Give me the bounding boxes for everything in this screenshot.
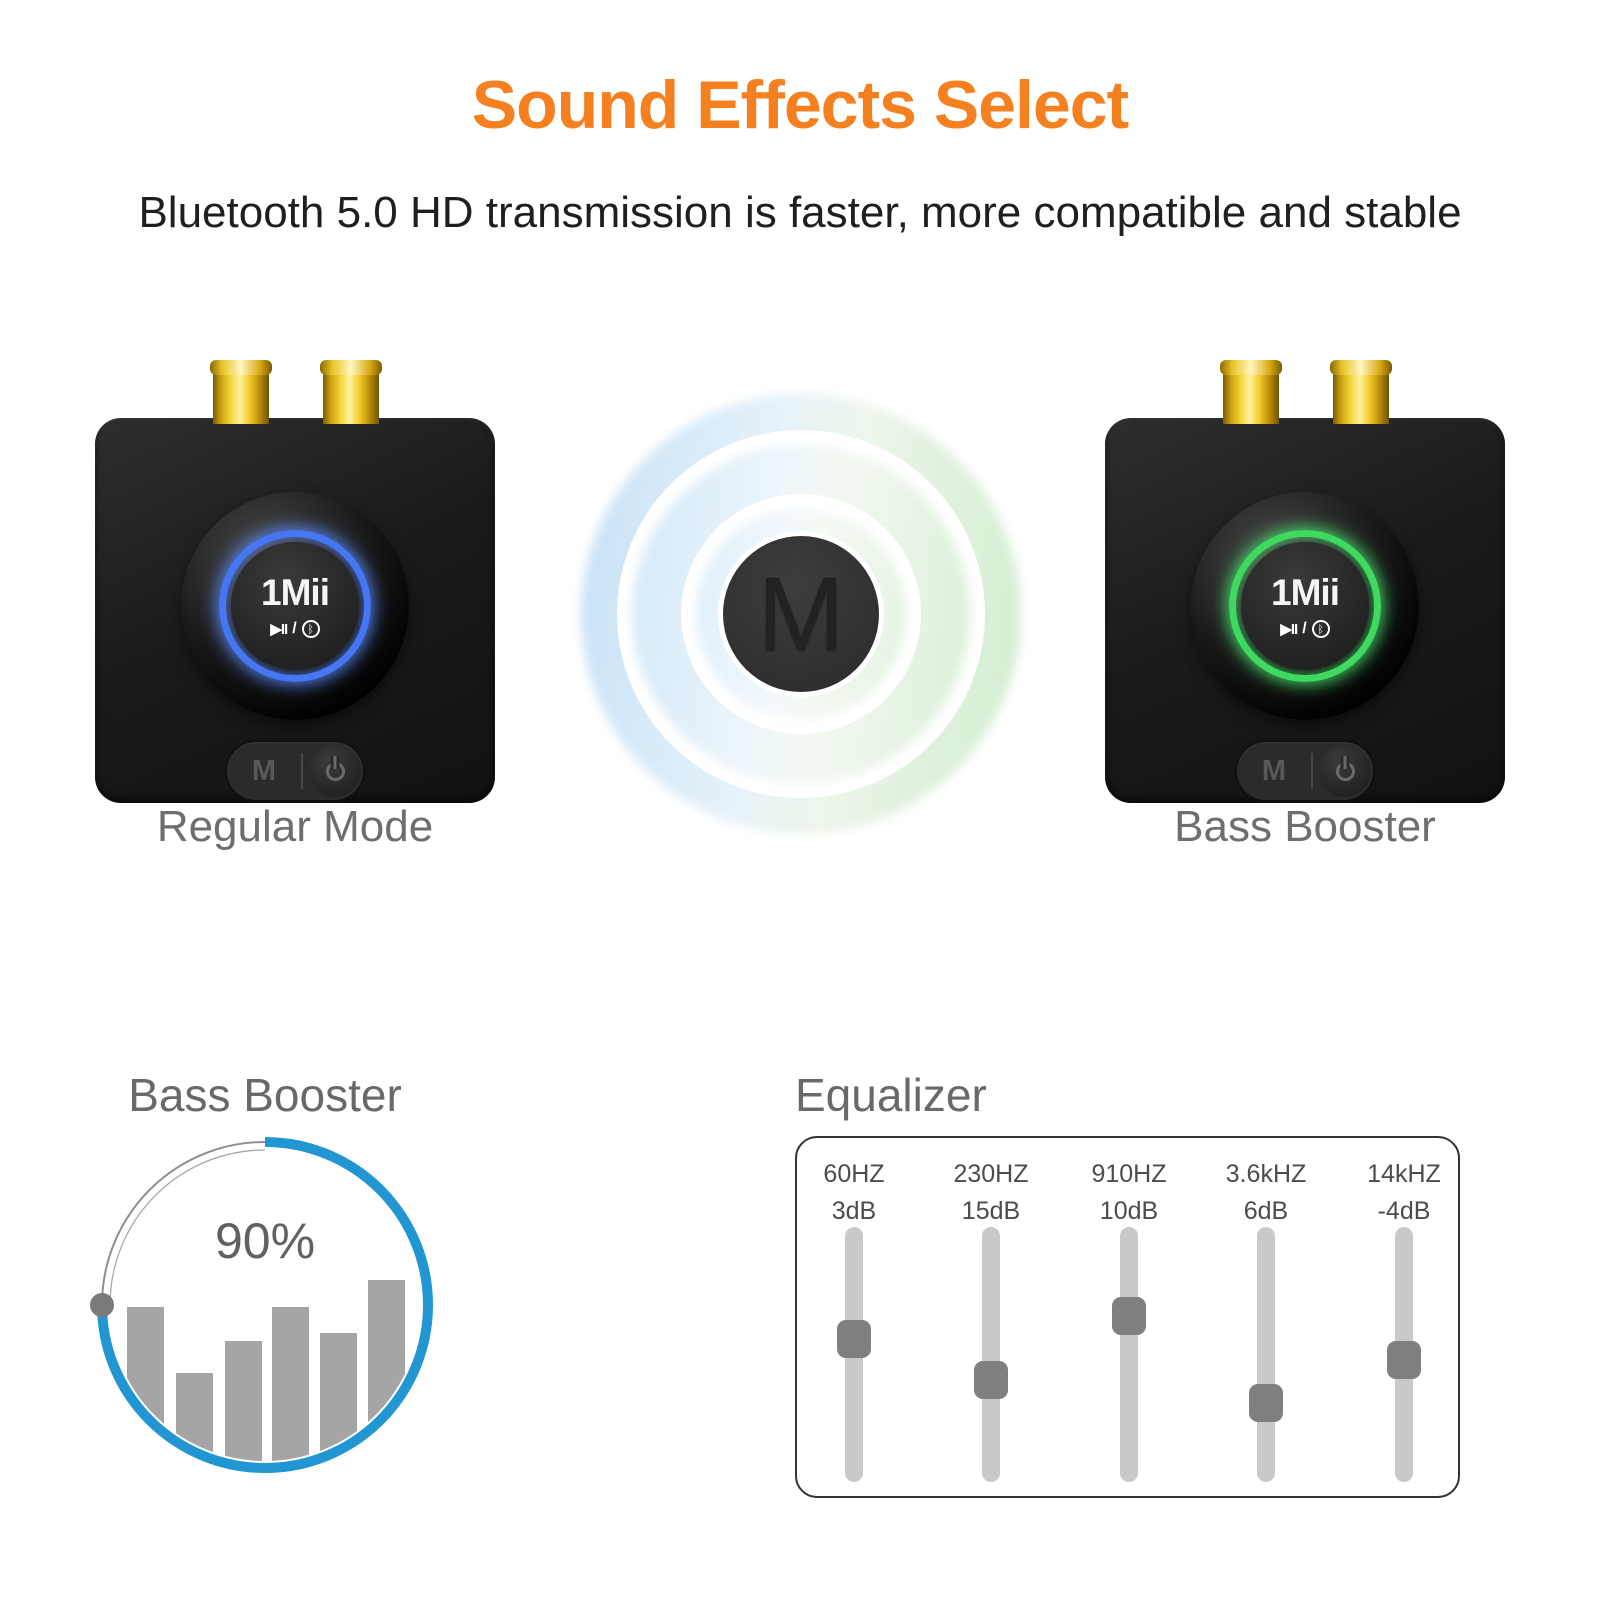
subtitle: Bluetooth 5.0 HD transmission is faster,… — [138, 188, 1462, 237]
bluetooth-icon: ᛒ — [1311, 620, 1330, 638]
mode-power-button-group: M — [225, 740, 365, 802]
remaining-arc-inner — [109, 1149, 266, 1306]
power-icon — [325, 755, 345, 781]
mode-button: M — [1261, 754, 1287, 787]
eq-band-14khz: 14kHZ -4dB — [1339, 1138, 1469, 1496]
led-ring-blue: 1Mii ▶II / ᛒ — [219, 530, 371, 682]
eq-gain-label: 3dB — [831, 1197, 877, 1225]
led-ring-green: 1Mii ▶II / ᛒ — [1229, 530, 1381, 682]
device-bass-booster: 1Mii ▶II / ᛒ M — [1105, 360, 1505, 803]
rca-jack-icon — [320, 360, 382, 424]
slider-track — [1257, 1227, 1275, 1482]
play-pause-icon: ▶II — [270, 621, 288, 638]
eq-freq-label: 3.6kHZ — [1225, 1160, 1307, 1188]
eq-freq-label: 14kHZ — [1367, 1160, 1441, 1188]
eq-band-910hz: 910HZ 10dB — [1064, 1138, 1194, 1496]
slider-handle — [1249, 1383, 1283, 1422]
slider-track — [1120, 1227, 1138, 1482]
multifunction-button: 1Mii ▶II / ᛒ — [231, 542, 359, 670]
eq-band-3-6khz: 3.6kHZ 6dB — [1201, 1138, 1331, 1496]
brand-logo: 1Mii — [261, 572, 330, 613]
page-title: Sound Effects Select — [471, 67, 1129, 143]
mode-power-button-group: M — [1235, 740, 1375, 802]
percent-label: 90% — [215, 1213, 315, 1269]
slash-separator: / — [292, 620, 297, 637]
device-regular-mode: 1Mii ▶II / ᛒ M — [95, 360, 495, 803]
power-icon — [1335, 755, 1355, 781]
slider-handle — [1387, 1340, 1421, 1379]
eq-gain-label: 15dB — [961, 1197, 1021, 1225]
level-bars — [127, 1280, 405, 1461]
eq-gain-label: 10dB — [1099, 1197, 1159, 1225]
slash-separator: / — [1302, 620, 1307, 637]
rca-jack-icon — [210, 360, 272, 424]
main-button-bezel: 1Mii ▶II / ᛒ — [181, 492, 409, 720]
slider-handle — [1112, 1297, 1146, 1336]
signal-rings: M — [581, 394, 1021, 834]
bass-booster-heading: Bass Booster — [128, 1069, 402, 1121]
equalizer-heading: Equalizer — [795, 1069, 987, 1121]
mode-button: M — [251, 754, 277, 787]
eq-band-230hz: 230HZ 15dB — [926, 1138, 1056, 1496]
slider-track — [982, 1227, 1000, 1482]
progress-arc — [97, 1137, 433, 1473]
brand-logo: 1Mii — [1271, 572, 1340, 613]
button-icons: ▶II / ᛒ — [270, 620, 320, 638]
rca-jack-icon — [1220, 360, 1282, 424]
multifunction-button: 1Mii ▶II / ᛒ — [1241, 542, 1369, 670]
bluetooth-icon: ᛒ — [301, 620, 320, 638]
eq-freq-label: 910HZ — [1091, 1160, 1167, 1188]
m-mode-badge: M — [723, 536, 879, 692]
button-divider — [301, 753, 303, 789]
eq-band-60hz: 60HZ 3dB — [789, 1138, 919, 1496]
play-pause-icon: ▶II — [1280, 621, 1298, 638]
main-button-bezel: 1Mii ▶II / ᛒ — [1191, 492, 1419, 720]
equalizer-panel: 60HZ 3dB 230HZ 15dB 910HZ 10dB 3.6kHZ — [795, 1136, 1460, 1498]
power-button — [1319, 745, 1371, 797]
bass-booster-chart: 90% — [90, 1137, 433, 1473]
button-icons: ▶II / ᛒ — [1280, 620, 1330, 638]
eq-gain-label: -4dB — [1377, 1197, 1431, 1225]
eq-gain-label: 6dB — [1243, 1197, 1289, 1225]
eq-freq-label: 60HZ — [823, 1160, 885, 1188]
rca-jack-icon — [1330, 360, 1392, 424]
regular-mode-label: Regular Mode — [156, 802, 434, 851]
slider-handle — [974, 1361, 1008, 1399]
eq-freq-label: 230HZ — [953, 1160, 1029, 1188]
button-divider — [1311, 753, 1313, 789]
power-button — [309, 745, 361, 797]
progress-dot — [90, 1293, 114, 1317]
bass-booster-label: Bass Booster — [1174, 802, 1436, 851]
remaining-arc — [101, 1141, 266, 1306]
slider-handle — [837, 1320, 871, 1359]
